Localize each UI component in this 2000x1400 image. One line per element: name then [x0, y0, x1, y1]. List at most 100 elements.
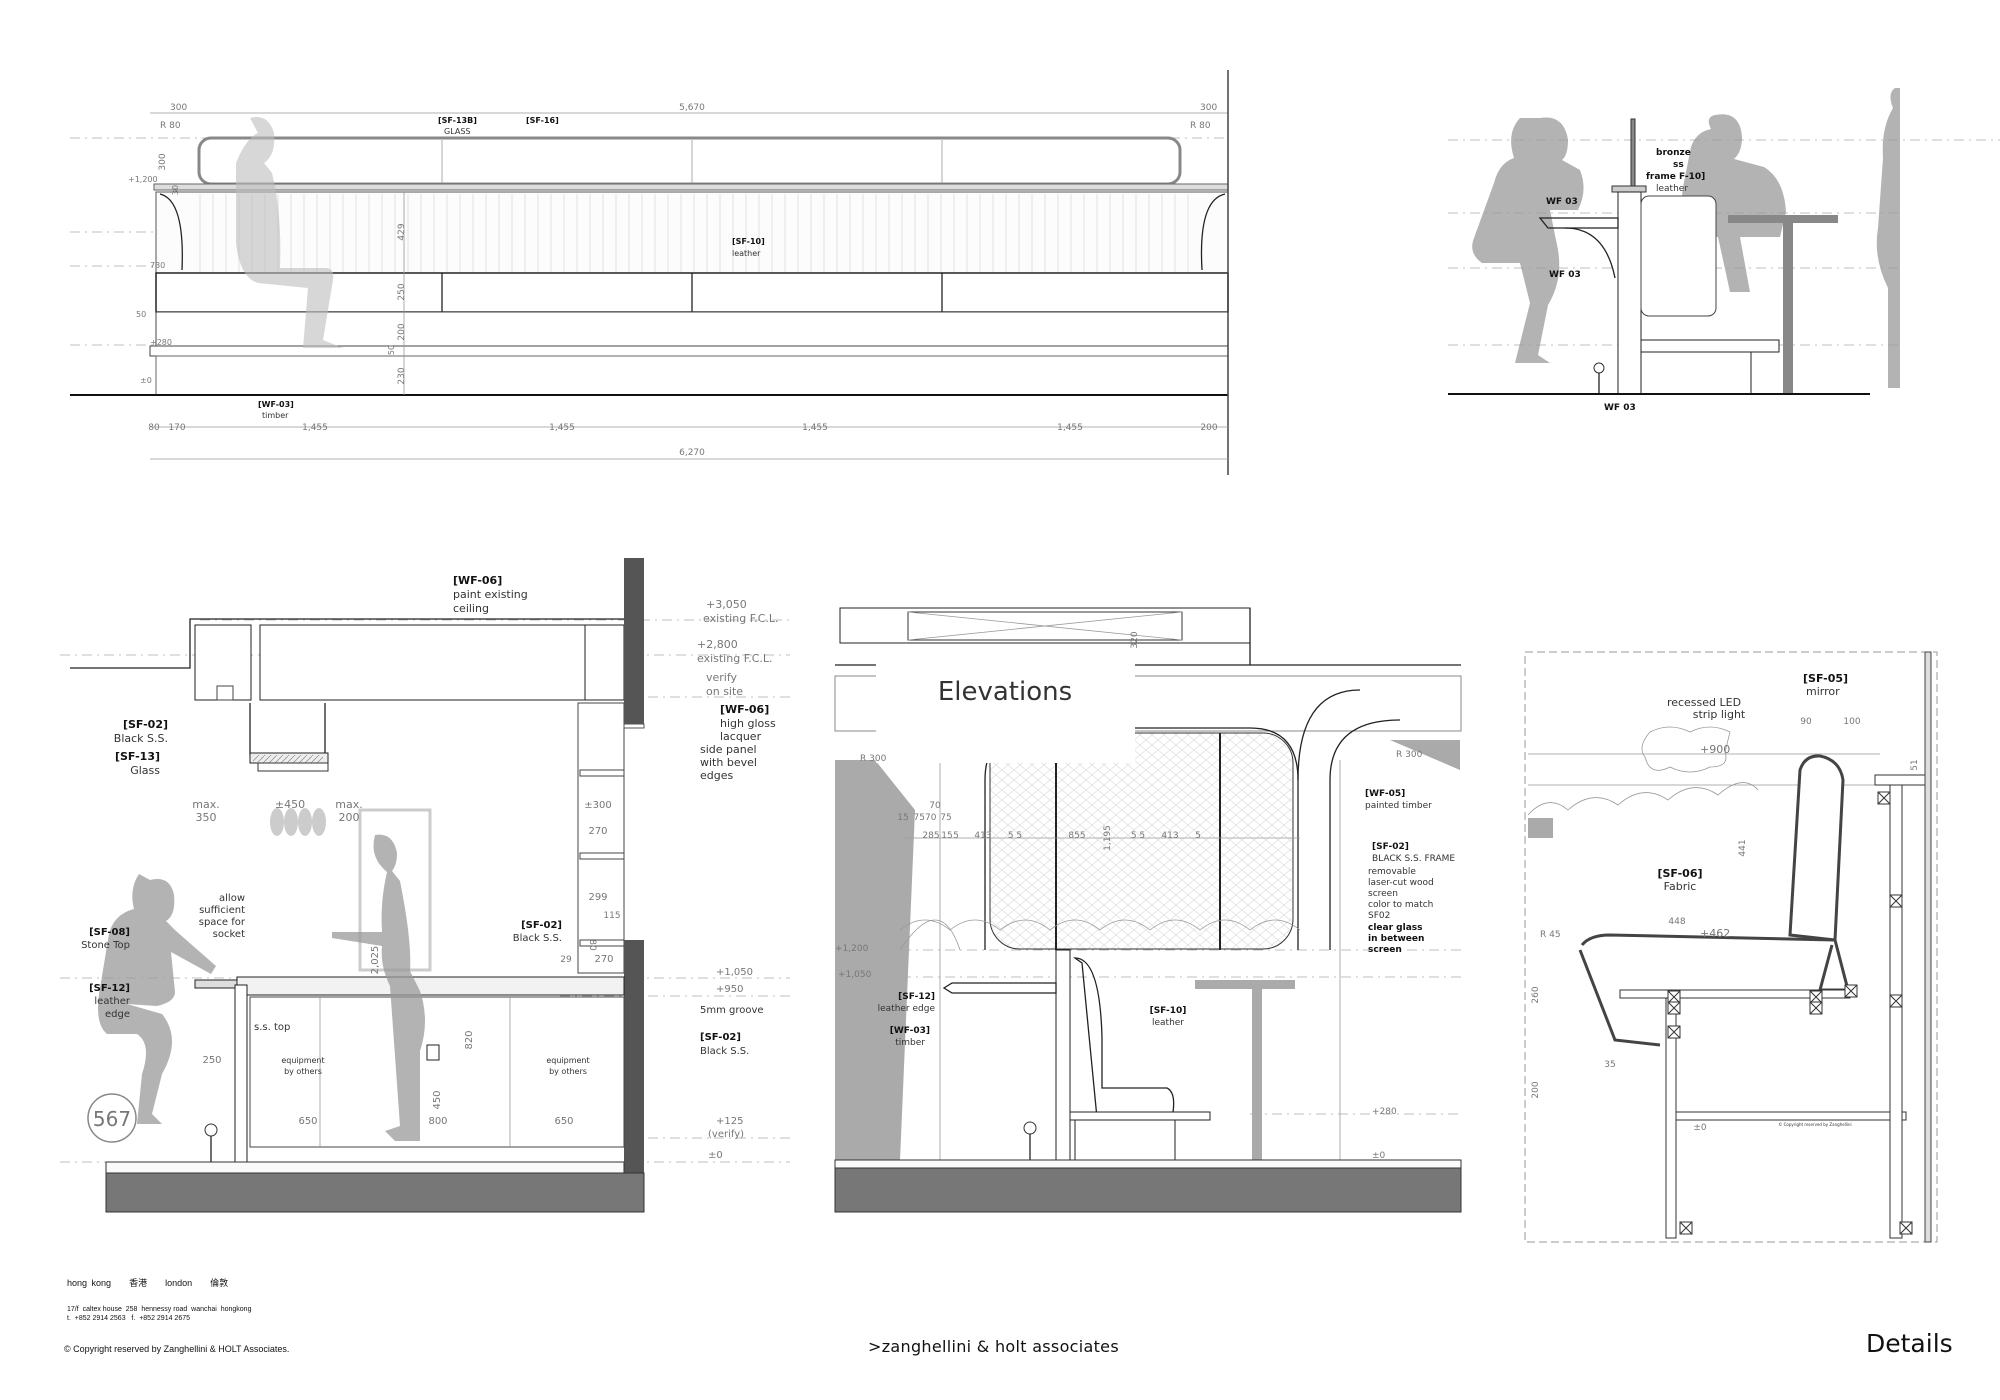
annotation-allow4: socket: [213, 929, 245, 940]
annotation-d115: 115: [603, 911, 620, 921]
annotation-wf06b-code: [WF-06]: [720, 703, 769, 716]
annotation-d90: 90: [1800, 717, 1812, 727]
annotation-l3: frame F-10]: [1646, 172, 1705, 182]
annotation-wf03-text: timber: [262, 411, 289, 420]
annotation-d270a: 270: [588, 826, 607, 837]
annotation-d800: 800: [428, 1116, 447, 1127]
annotation-scr2: laser-cut wood: [1368, 878, 1434, 888]
annotation-d35: 35: [1604, 1060, 1615, 1070]
annotation-dim-50a: 50: [136, 310, 146, 319]
annotation-l4: leather: [1656, 184, 1688, 194]
annotation-max2: max.: [335, 798, 362, 811]
timber-block-cross: [1667, 1025, 1681, 1039]
booth-elevation: [834, 607, 1462, 1213]
annotation-sf02b-code: [SF-02]: [521, 920, 562, 931]
annotation-pm450: ±450: [275, 798, 305, 811]
annotation-sf02c-text: Black S.S.: [700, 1046, 749, 1057]
annotation-wf06b-l4: with bevel: [700, 756, 757, 769]
annotation-sf06-code: [SF-06]: [1657, 867, 1702, 880]
office-hong-kong: hong kong: [67, 1278, 112, 1288]
annotation-overall: 6,270: [679, 448, 705, 458]
timber-block-cross: [1877, 791, 1891, 805]
timber-block-cross: [1809, 990, 1823, 1004]
annotation-led2: strip light: [1693, 708, 1746, 721]
annotation-sf16-code: [SF-16]: [526, 116, 559, 125]
office-locations: hong kong 香港 london 倫敦: [67, 1276, 228, 1289]
annotation-d5: 5: [953, 831, 959, 841]
timber-block-cross: [1679, 1221, 1693, 1235]
annotation-lv3050-t: existing F.C.L.: [703, 612, 779, 625]
annotation-lv0: ±0: [1372, 1151, 1386, 1161]
annotation-wf06b-l3: side panel: [700, 743, 757, 756]
annotation-v-250: 250: [397, 283, 407, 300]
timber-block-cross: [1899, 1221, 1913, 1235]
annotation-sf08-text: Stone Top: [81, 940, 130, 951]
annotation-d55a: 5 5: [1008, 831, 1022, 841]
annotation-lv950: +950: [716, 984, 743, 995]
annotation-d299: 299: [588, 892, 607, 903]
annotation-lv462: +462: [1700, 927, 1730, 940]
annotation-lv1200: +1,200: [835, 944, 869, 954]
annotation-lv900: +900: [1700, 743, 1730, 756]
annotation-wf05-text: painted timber: [1365, 801, 1432, 811]
annotation-sf05-code: [SF-05]: [1803, 672, 1848, 685]
annotation-sf10-text: leather: [732, 249, 761, 258]
annotation-v-429: 429: [397, 223, 407, 240]
annotation-b-1455-4: 1,455: [1057, 423, 1083, 433]
annotation-l1: bronze: [1656, 148, 1691, 158]
booth-section: [1448, 88, 2000, 395]
annotation-lv1050: +1,050: [838, 970, 872, 980]
annotation-wf06b-l1: high gloss: [720, 717, 776, 730]
long-banquette-elevation: [70, 70, 1229, 475]
timber-block-cross: [1809, 1001, 1823, 1015]
annotation-d413a: 413: [974, 831, 991, 841]
annotation-level-730: 730: [150, 261, 165, 270]
annotation-d300: ±300: [584, 800, 611, 811]
annotation-wf03-text: timber: [895, 1038, 925, 1048]
annotation-sf10-code: [SF-10]: [732, 237, 765, 246]
annotation-sf08-code: [SF-08]: [89, 927, 130, 938]
annotation-wf03-a: WF 03: [1546, 197, 1578, 207]
annotation-verify2: on site: [706, 685, 743, 698]
annotation-lv0: ±0: [708, 1150, 723, 1161]
annotation-sf13b-code: [SF-13B]: [438, 116, 477, 125]
annotation-r80-left: R 80: [160, 121, 181, 131]
annotation-scr3: screen: [1368, 889, 1398, 899]
annotation-scr4: color to match: [1368, 900, 1433, 910]
annotation-sf02a-text: Black S.S.: [114, 732, 168, 745]
seated-person-right-silhouette: [1681, 114, 1786, 292]
annotation-d200: 200: [1531, 1081, 1541, 1098]
firm-name: >zanghellini & holt associates: [868, 1337, 1119, 1356]
annotation-lv0: ±0: [1693, 1123, 1707, 1133]
office-hong-kong-chinese: 香港: [129, 1278, 148, 1288]
annotation-equip1-a: equipment: [281, 1056, 324, 1065]
annotation-sf13b-text: GLASS: [444, 127, 470, 136]
annotation-d55b: 5 5: [1131, 831, 1145, 841]
annotation-b-80: 80: [148, 423, 160, 433]
annotation-r300b: R 300: [860, 754, 887, 764]
annotation-allow2: sufficient: [199, 905, 245, 916]
annotation-wf03-c: WF 03: [1604, 403, 1636, 413]
annotation-wf06-code: [WF-06]: [453, 574, 502, 587]
annotation-level-0: ±0: [140, 376, 152, 385]
annotation-d1195: 1,195: [1103, 825, 1113, 851]
annotation-r-15: 15: [897, 813, 908, 823]
annotation-wf06b-l5: edges: [700, 769, 734, 782]
bar-counter-section: [60, 558, 790, 1213]
annotation-wf03-code: [WF-03]: [258, 400, 294, 409]
timber-block-cross: [1889, 894, 1903, 908]
annotation-r-7570: 7570: [914, 813, 937, 823]
annotation-d650a: 650: [298, 1116, 317, 1127]
reference-tag-circle: [87, 1093, 137, 1143]
seated-person-silhouette: [98, 874, 216, 1124]
sheet-title: Details: [1866, 1329, 1953, 1358]
annotation-b-170: 170: [168, 423, 185, 433]
annotation-level-1200: +1,200: [128, 175, 158, 184]
annotation-sf12-text: leather edge: [878, 1004, 936, 1014]
annotation-sf02c-code: [SF-02]: [700, 1032, 741, 1043]
annotation-d450: 450: [432, 1090, 443, 1109]
annotation-d413b: 413: [1161, 831, 1178, 841]
annotation-allow3: space for: [199, 917, 246, 928]
standing-person-silhouette: [1876, 88, 1900, 388]
